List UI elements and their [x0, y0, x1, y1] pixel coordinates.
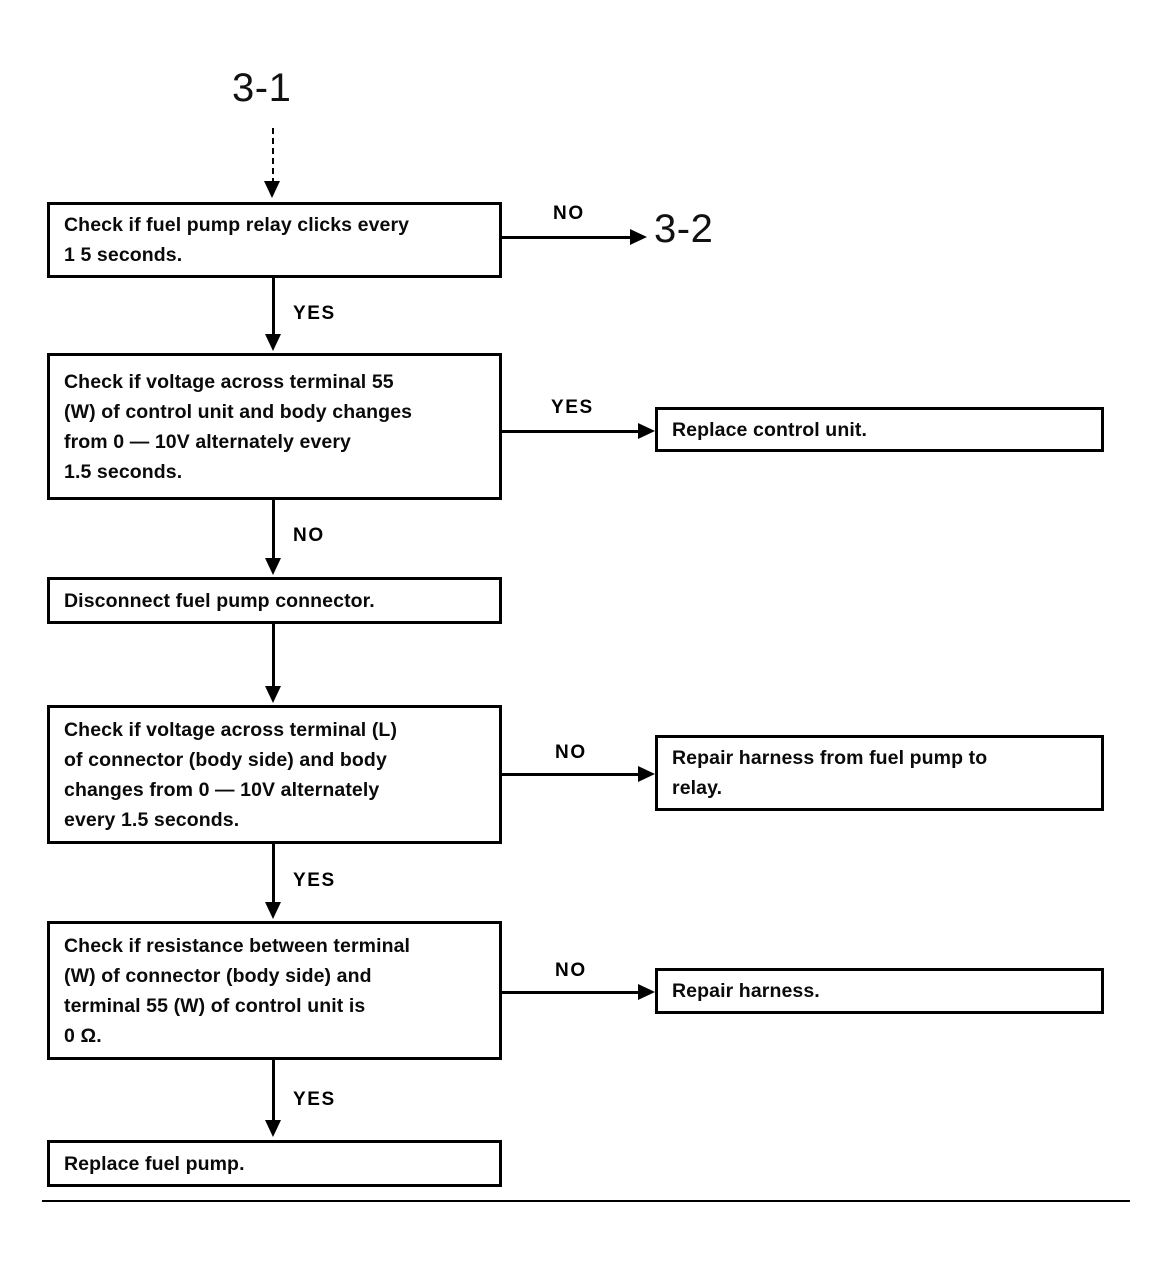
connector-box2-no-arrowhead-icon	[265, 558, 281, 575]
box-check-voltage-terminal-55-text: Check if voltage across terminal 55 (W) …	[64, 370, 413, 483]
connector-box5-no	[502, 991, 648, 994]
branch-label-box1-no: NO	[553, 203, 585, 224]
box-repair-harness[interactable]: Repair harness.	[655, 968, 1104, 1014]
connector-box2-yes-arrowhead-icon	[638, 423, 655, 439]
box-disconnect-fuel-pump-connector-text: Disconnect fuel pump connector.	[64, 589, 375, 612]
connector-box4-no	[502, 773, 648, 776]
page-reference-3-1: 3-1	[232, 66, 292, 110]
box-repair-harness-text: Repair harness.	[672, 980, 820, 1002]
page-reference-3-2: 3-2	[654, 207, 714, 251]
box-check-relay-clicks-text: Check if fuel pump relay clicks every 1 …	[64, 214, 410, 266]
connector-box3-to-box4-arrowhead-icon	[265, 686, 281, 703]
box-check-resistance-terminal-w-text: Check if resistance between terminal (W)…	[64, 934, 411, 1047]
branch-label-box4-yes: YES	[293, 870, 336, 891]
connector-box1-yes-arrowhead-icon	[265, 334, 281, 351]
branch-label-box4-no: NO	[555, 742, 587, 763]
box-check-relay-clicks[interactable]: Check if fuel pump relay clicks every 1 …	[47, 202, 502, 278]
box-disconnect-fuel-pump-connector[interactable]: Disconnect fuel pump connector.	[47, 577, 502, 624]
box-replace-control-unit[interactable]: Replace control unit.	[655, 407, 1104, 452]
entry-arrowhead-icon	[264, 181, 280, 198]
box-repair-harness-pump-to-relay[interactable]: Repair harness from fuel pump to relay.	[655, 735, 1104, 811]
connector-box2-yes	[502, 430, 648, 433]
box-replace-fuel-pump-text: Replace fuel pump.	[64, 1152, 245, 1175]
branch-label-box5-no: NO	[555, 960, 587, 981]
entry-dashed-connector	[272, 128, 274, 184]
connector-box4-yes	[272, 844, 275, 906]
box-replace-fuel-pump[interactable]: Replace fuel pump.	[47, 1140, 502, 1187]
branch-label-box2-no: NO	[293, 525, 325, 546]
branch-label-box2-yes: YES	[551, 397, 594, 418]
connector-box5-yes-arrowhead-icon	[265, 1120, 281, 1137]
box-repair-harness-pump-to-relay-text: Repair harness from fuel pump to relay.	[672, 747, 988, 799]
box-check-voltage-terminal-l[interactable]: Check if voltage across terminal (L) of …	[47, 705, 502, 844]
branch-label-box5-yes: YES	[293, 1089, 336, 1110]
connector-box4-yes-arrowhead-icon	[265, 902, 281, 919]
connector-box5-yes	[272, 1060, 275, 1124]
box-replace-control-unit-text: Replace control unit.	[672, 418, 867, 441]
branch-label-box1-yes: YES	[293, 303, 336, 324]
connector-box1-no	[502, 236, 642, 239]
connector-box1-no-arrowhead-icon	[630, 229, 647, 245]
box-check-voltage-terminal-l-text: Check if voltage across terminal (L) of …	[64, 718, 398, 831]
box-check-voltage-terminal-55[interactable]: Check if voltage across terminal 55 (W) …	[47, 353, 502, 500]
connector-box4-no-arrowhead-icon	[638, 766, 655, 782]
connector-box5-no-arrowhead-icon	[638, 984, 655, 1000]
connector-box3-to-box4	[272, 624, 275, 688]
box-check-resistance-terminal-w[interactable]: Check if resistance between terminal (W)…	[47, 921, 502, 1060]
connector-box2-no	[272, 500, 275, 562]
footer-rule-divider	[42, 1200, 1130, 1202]
connector-box1-yes	[272, 278, 275, 338]
